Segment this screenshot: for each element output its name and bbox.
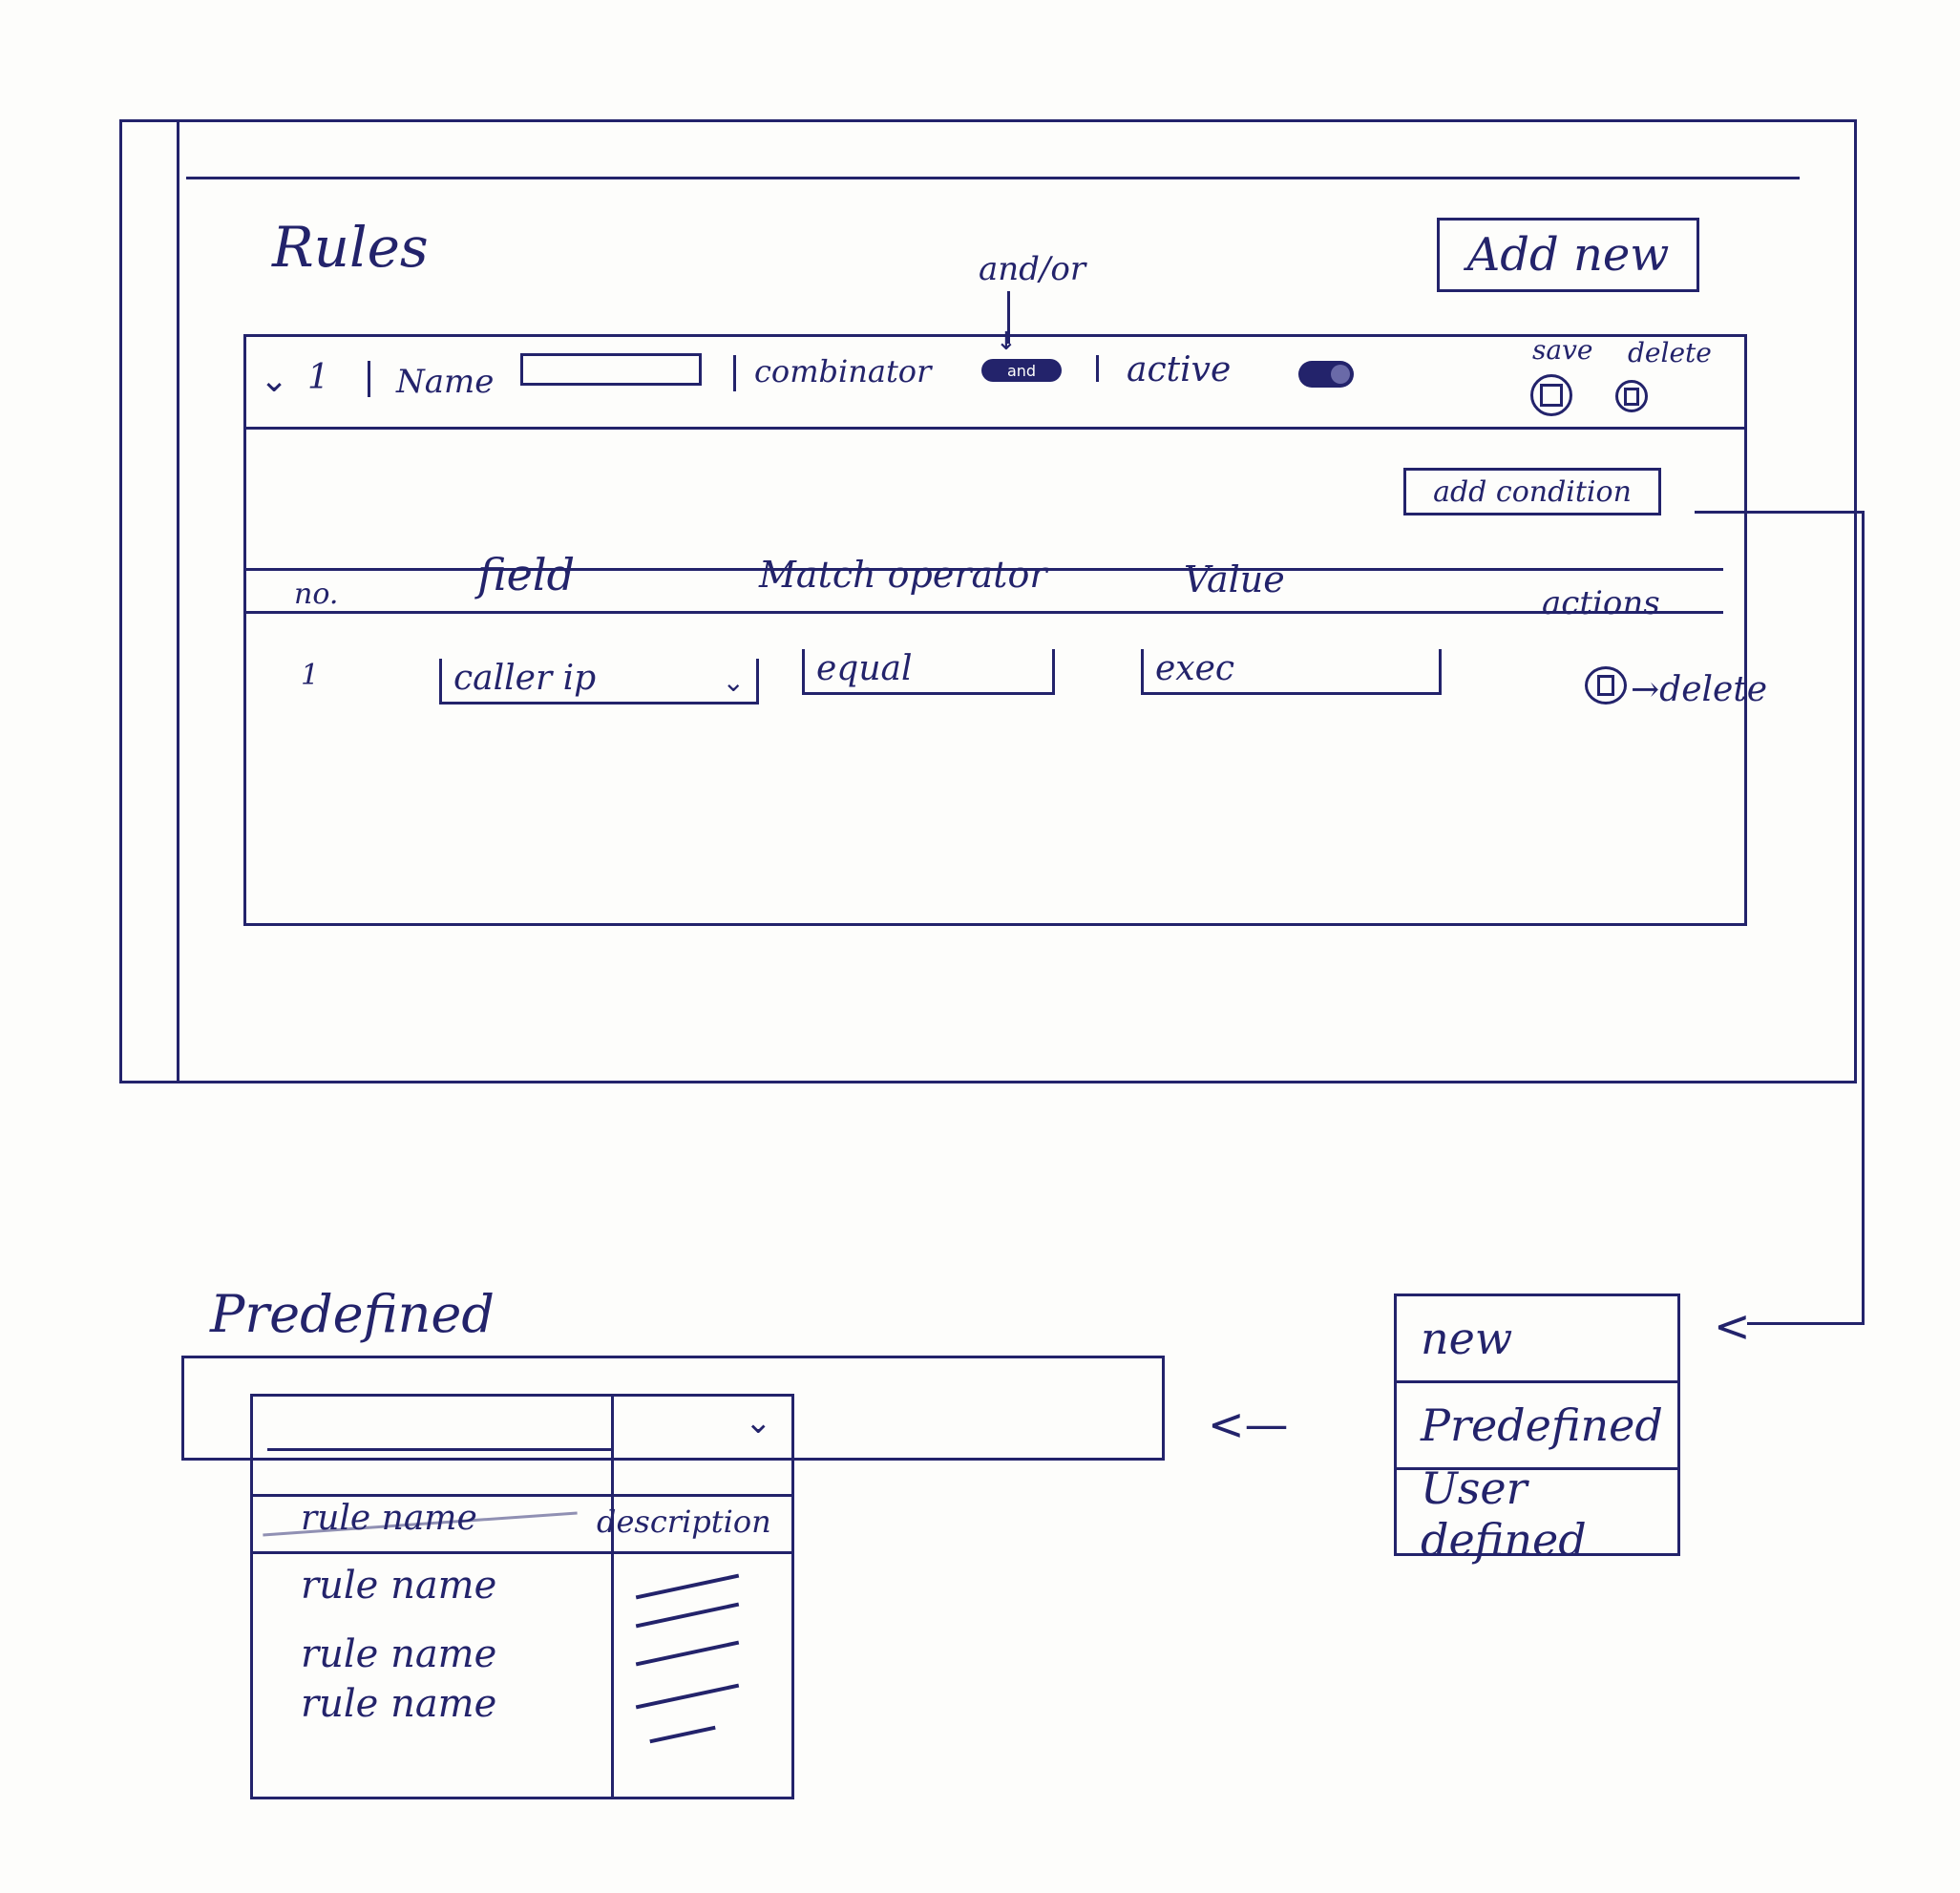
match-operator-input[interactable]: equal [802, 649, 1055, 695]
delete-label: delete [1628, 337, 1712, 368]
predefined-rule-row[interactable]: rule name [301, 1682, 497, 1726]
save-icon[interactable] [1530, 374, 1572, 416]
header-separator [1096, 355, 1099, 382]
add-new-button[interactable]: Add new [1437, 218, 1699, 292]
rule-number: 1 [307, 358, 329, 397]
active-toggle[interactable] [1298, 361, 1354, 388]
value-input[interactable]: exec [1141, 649, 1442, 695]
arrow-left-icon: <— [1208, 1399, 1289, 1450]
field-select-value: caller ip [453, 659, 597, 698]
predefined-rule-row[interactable]: rule name [301, 1632, 497, 1676]
table-header-divider [250, 1551, 794, 1554]
combinator-label: combinator [754, 353, 932, 389]
predefined-rules-dropdown [250, 1394, 794, 1799]
column-header-field: field [477, 549, 576, 600]
match-operator-value: equal [816, 649, 913, 688]
table-header-divider [250, 1494, 794, 1497]
trash-icon[interactable] [1585, 666, 1627, 705]
active-label: active [1127, 350, 1232, 389]
column-header-actions: actions [1542, 584, 1660, 622]
window-left-edge [177, 119, 179, 1083]
column-divider [611, 1394, 614, 1799]
combinator-annotation: and/or [979, 250, 1086, 288]
conditions-header-divider [243, 611, 1723, 614]
add-condition-button[interactable]: add condition [1403, 468, 1661, 515]
field-select[interactable]: caller ip ⌄ [439, 659, 759, 705]
connector-line [1747, 1322, 1865, 1325]
connector-line [1862, 511, 1865, 1322]
row-delete-label: →delete [1631, 670, 1768, 709]
add-condition-menu: new Predefined User defined [1394, 1294, 1680, 1566]
menu-item-predefined[interactable]: Predefined [1397, 1383, 1677, 1470]
window-title-bar [186, 177, 1800, 179]
rules-window [119, 119, 1857, 1083]
column-header-match-operator: Match operator [759, 554, 1047, 596]
rule-name-input[interactable] [520, 353, 702, 386]
chevron-down-icon[interactable]: ⌄ [260, 361, 289, 400]
chevron-down-icon: ⌄ [722, 666, 745, 698]
conditions-header-divider [243, 568, 1723, 571]
trash-icon[interactable] [1615, 380, 1648, 412]
condition-row-number: 1 [301, 659, 320, 692]
arrow-left-icon: < [1714, 1300, 1751, 1352]
name-label: Name [396, 363, 495, 401]
save-label: save [1532, 334, 1593, 366]
row-delete-text: delete [1659, 670, 1768, 709]
column-header-description: description [597, 1504, 771, 1540]
header-separator [733, 355, 736, 391]
menu-item-new[interactable]: new [1397, 1296, 1677, 1383]
column-header-value: Value [1184, 558, 1285, 600]
connector-line [1695, 511, 1862, 514]
page-title: Rules [272, 215, 429, 280]
header-separator [368, 361, 370, 397]
menu-item-user-defined[interactable]: User defined [1421, 1462, 1587, 1566]
rule-card [243, 334, 1747, 926]
predefined-rule-row[interactable]: rule name [301, 1564, 497, 1608]
predefined-title: Predefined [210, 1284, 495, 1344]
predefined-select-bar[interactable] [181, 1356, 1165, 1461]
annotation-arrow-line [1007, 291, 1010, 344]
predefined-search-input[interactable] [267, 1408, 611, 1451]
column-header-no: no. [294, 578, 339, 611]
value-input-value: exec [1155, 649, 1235, 688]
combinator-toggle[interactable]: and [981, 359, 1062, 382]
rule-card-header-divider [243, 427, 1747, 430]
column-header-rule-name: rule name [301, 1499, 477, 1538]
chevron-down-icon[interactable]: ⌄ [745, 1403, 772, 1441]
